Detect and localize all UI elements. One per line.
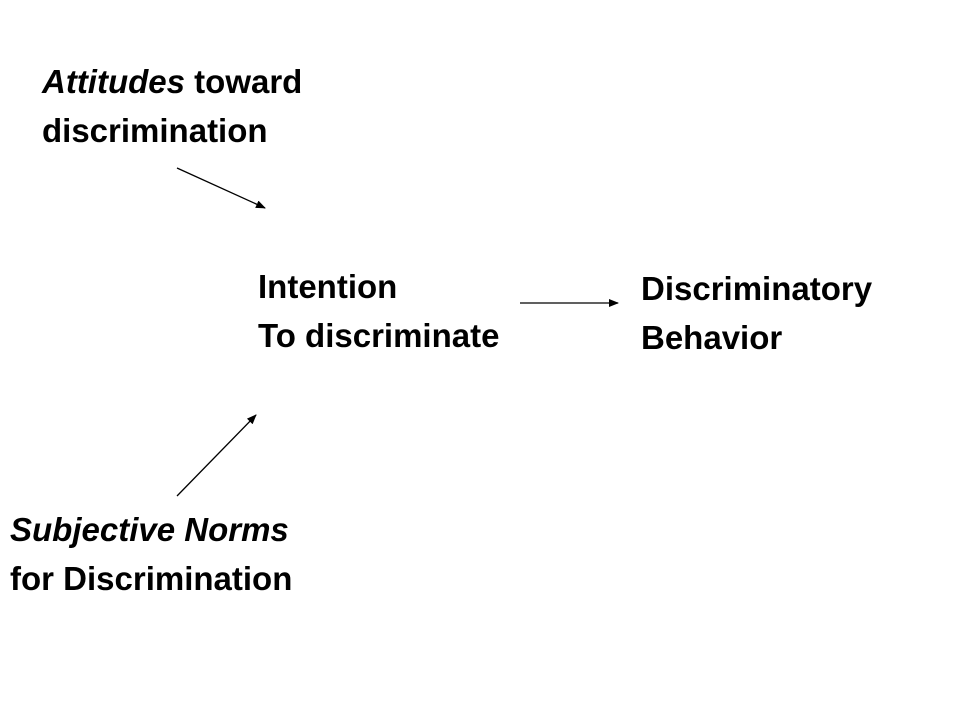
node-intention-line1: Intention — [258, 268, 398, 305]
node-attitudes-line1: Attitudes toward — [42, 57, 302, 106]
node-norms: Subjective Norms for Discrimination — [10, 505, 292, 603]
node-behavior: Discriminatory Behavior — [641, 264, 872, 362]
node-norms-line2: for Discrimination — [10, 560, 293, 597]
node-attitudes: Attitudes toward discrimination — [42, 57, 302, 155]
arrow-attitudes-to-intention — [176, 167, 266, 209]
node-attitudes-emphasis: Attitudes — [42, 63, 185, 100]
node-intention: Intention To discriminate — [258, 262, 499, 360]
node-norms-line1: Subjective Norms — [10, 511, 289, 548]
node-behavior-line1: Discriminatory — [641, 270, 873, 307]
node-behavior-line2: Behavior — [641, 319, 783, 356]
arrow-norms-to-intention — [176, 414, 257, 497]
node-intention-line2: To discriminate — [258, 317, 500, 354]
node-attitudes-rest: toward — [185, 63, 303, 100]
node-attitudes-line2: discrimination — [42, 112, 268, 149]
